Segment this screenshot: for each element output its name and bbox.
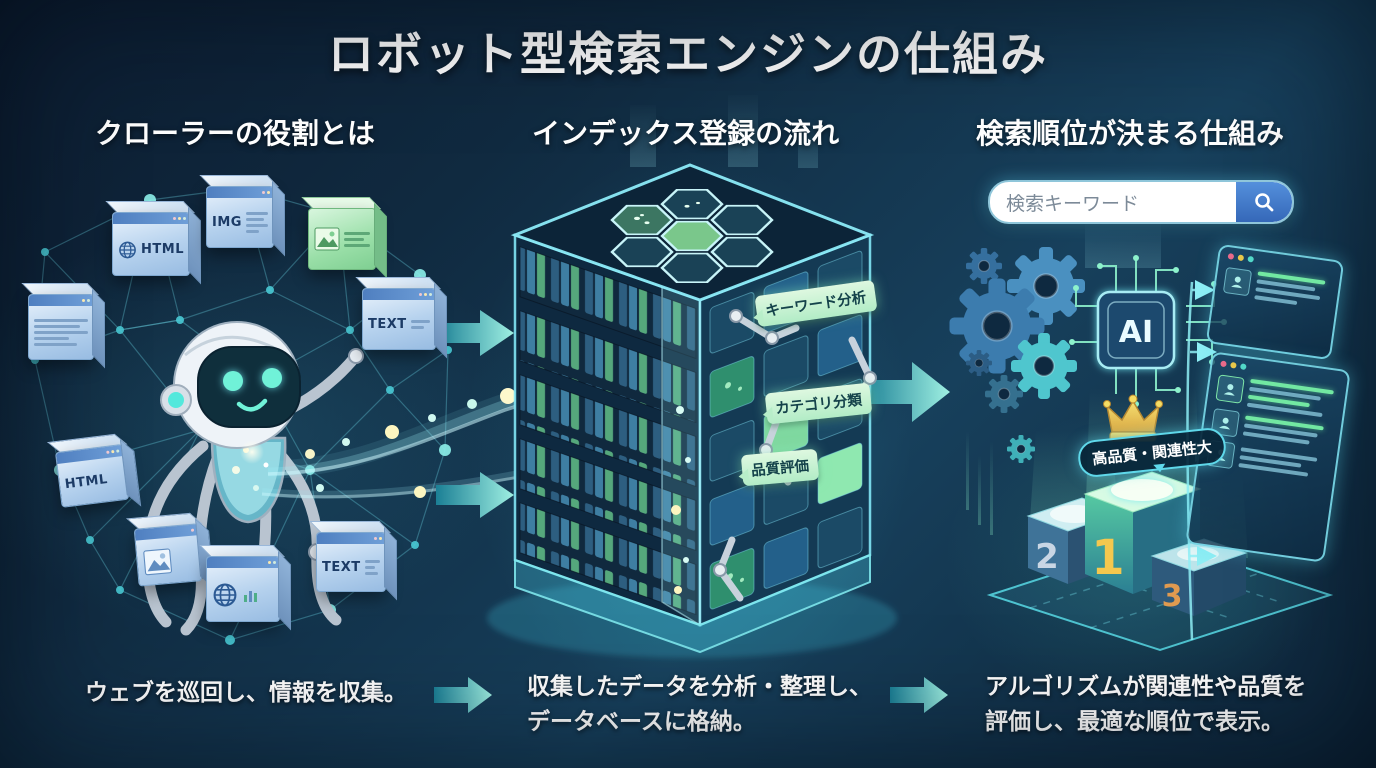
section-heading-ranking: 検索順位が決まる仕組み (976, 117, 1285, 150)
flow-arrows (434, 310, 950, 713)
database-server-graphic (487, 95, 897, 658)
webpage-cube-img-top: IMG (206, 186, 274, 248)
window-bar (29, 295, 93, 306)
process-step-bubble-quality: 品質評価 (740, 448, 820, 487)
caption-ranking-line1: アルゴリズムが関連性や品質を (985, 674, 1307, 700)
ai-chip-icon: AI (1096, 290, 1176, 370)
search-input[interactable]: 検索キーワード (1006, 192, 1140, 215)
webpage-cube-text-bottom: TEXT (316, 532, 386, 592)
process-step-bubble-keyword: キーワード分析 (754, 279, 878, 328)
process-step-label: 品質評価 (750, 458, 810, 480)
user-avatar-icon (1222, 266, 1253, 297)
image-card-bottom (133, 523, 203, 587)
result-item (1210, 408, 1333, 450)
window-bar (207, 557, 279, 568)
flow-arrow-middle (862, 362, 950, 422)
quality-badge-label: 高品質・関連性大 (1091, 437, 1213, 469)
search-icon (1255, 193, 1274, 212)
search-bar[interactable]: 検索キーワード (988, 180, 1294, 224)
image-icon (314, 227, 340, 251)
process-step-bubble-category: カテゴリ分類 (764, 382, 873, 425)
webpage-cube-html-bottom: HTML (54, 443, 130, 508)
user-avatar-icon (1215, 374, 1245, 404)
result-item (1215, 374, 1338, 418)
file-type-label: IMG (212, 215, 242, 230)
user-avatar-icon (1210, 408, 1241, 438)
window-bar (207, 187, 273, 198)
window-bar (113, 213, 189, 224)
globe-icon (119, 241, 136, 258)
file-type-label: TEXT (322, 560, 361, 575)
flow-arrow-caption-1 (434, 677, 492, 713)
process-step-label: キーワード分析 (764, 290, 868, 320)
chart-icon (244, 590, 257, 602)
caption-index: 収集したデータを分析・整理し、 データベースに格納。 (527, 670, 872, 740)
image-icon (143, 547, 172, 575)
document-cube (28, 294, 94, 360)
file-type-label: HTML (141, 242, 184, 257)
caption-ranking: アルゴリズムが関連性や品質を 評価し、最適な順位で表示。 (985, 670, 1306, 740)
window-bar (317, 533, 385, 544)
image-cube (308, 208, 376, 270)
flow-arrow-caption-2 (890, 677, 948, 713)
caption-index-line1: 収集したデータを分析・整理し、 (527, 674, 872, 700)
podium-rank-2: 2 (1035, 537, 1059, 577)
gear-icon (948, 245, 1087, 464)
podium-rank-3: 3 (1162, 579, 1183, 614)
caption-ranking-line2: 評価し、最適な順位で表示。 (985, 709, 1284, 735)
podium-rank-1: 1 (1091, 530, 1124, 586)
page-title: ロボット型検索エンジンの仕組み (328, 27, 1048, 81)
globe-cube-bottom (206, 556, 280, 622)
flow-arrow-left-bottom (436, 472, 514, 518)
caption-crawler: ウェブを巡回し、情報を収集。 (85, 680, 407, 706)
section-heading-index: インデックス登録の流れ (532, 117, 840, 150)
result-item (1222, 266, 1332, 309)
webpage-cube-text-right: TEXT (362, 288, 436, 350)
globe-icon (213, 583, 237, 606)
file-type-label: HTML (64, 472, 109, 493)
section-heading-crawler: クローラーの役割とは (95, 117, 376, 150)
data-stream-graphic (240, 359, 661, 499)
flow-arrow-left-top (436, 310, 514, 356)
ai-chip-label: AI (1119, 315, 1153, 350)
window-bar (363, 289, 435, 300)
search-button[interactable] (1236, 182, 1292, 222)
process-step-label: カテゴリ分類 (774, 392, 863, 418)
search-result-card (1205, 243, 1345, 361)
file-type-label: TEXT (368, 317, 407, 332)
webpage-cube-html-top: HTML (112, 212, 190, 276)
caption-index-line2: データベースに格納。 (527, 709, 756, 735)
